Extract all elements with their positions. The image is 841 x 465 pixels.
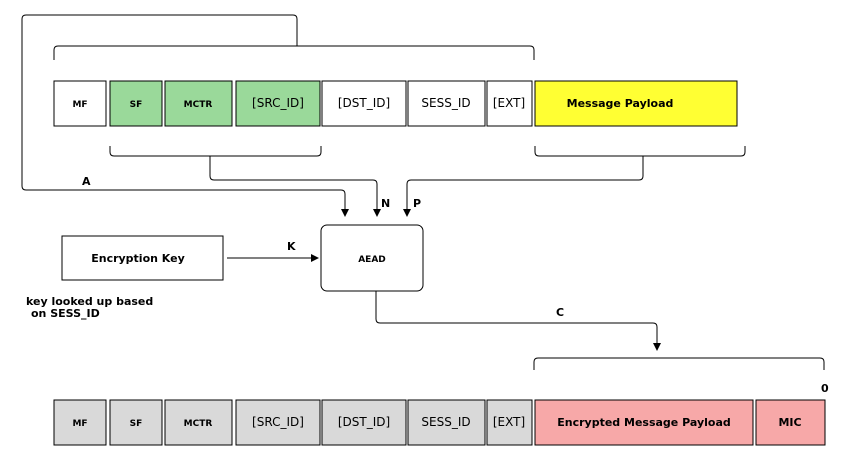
top-message-payload-label: Message Payload bbox=[567, 97, 674, 110]
bottom-mic-label: MIC bbox=[778, 416, 801, 429]
label-p: P bbox=[413, 197, 421, 210]
bottom-mf-field: MF bbox=[53, 399, 107, 446]
top-ext-label: [EXT] bbox=[493, 96, 525, 110]
top-src-id-field: [SRC_ID] bbox=[235, 80, 321, 127]
payload-bracket bbox=[534, 146, 746, 157]
top-mf-label: MF bbox=[72, 100, 87, 110]
bottom-sf-label: SF bbox=[130, 419, 143, 429]
top-mctr-field: MCTR bbox=[164, 80, 233, 127]
encryption-key-label: Encryption Key bbox=[91, 252, 185, 265]
bottom-dst-id-field: [DST_ID] bbox=[321, 399, 407, 446]
top-row: MF SF MCTR [SRC_ID] [DST_ID] SESS_ID [EX… bbox=[53, 80, 738, 127]
top-sess-id-field: SESS_ID bbox=[407, 80, 486, 127]
p-input-line bbox=[403, 156, 644, 217]
top-message-payload-field: Message Payload bbox=[534, 80, 738, 127]
top-sf-field: SF bbox=[109, 80, 163, 127]
bottom-sess-id-field: SESS_ID bbox=[407, 399, 486, 446]
a-input-line bbox=[21, 14, 349, 217]
bottom-src-id-label: [SRC_ID] bbox=[252, 415, 304, 429]
label-zero: 0 bbox=[821, 382, 829, 395]
top-mf-field: MF bbox=[53, 80, 107, 127]
encryption-key-box: Encryption Key bbox=[61, 235, 224, 281]
bottom-row: MF SF MCTR [SRC_ID] [DST_ID] SESS_ID [EX… bbox=[53, 399, 826, 446]
associated-data-bracket bbox=[53, 45, 535, 60]
label-n: N bbox=[381, 197, 390, 210]
label-a: A bbox=[82, 175, 91, 188]
bottom-ext-field: [EXT] bbox=[486, 399, 533, 446]
bottom-encrypted-payload-label: Encrypted Message Payload bbox=[557, 416, 731, 429]
bottom-sf-field: SF bbox=[109, 399, 163, 446]
label-c: C bbox=[556, 306, 564, 319]
key-note-line2: on SESS_ID bbox=[31, 307, 100, 320]
bottom-mctr-field: MCTR bbox=[164, 399, 233, 446]
top-mctr-label: MCTR bbox=[184, 100, 213, 110]
n-input-line bbox=[209, 156, 381, 217]
bottom-mic-field: MIC bbox=[755, 399, 826, 446]
bottom-ext-label: [EXT] bbox=[493, 415, 525, 429]
label-k: K bbox=[287, 240, 296, 253]
bottom-dst-id-label: [DST_ID] bbox=[338, 415, 390, 429]
bottom-sess-id-label: SESS_ID bbox=[421, 415, 470, 429]
top-src-id-label: [SRC_ID] bbox=[252, 96, 304, 110]
aead-box: AEAD bbox=[320, 224, 424, 292]
bottom-mf-label: MF bbox=[72, 419, 87, 429]
aead-label: AEAD bbox=[358, 255, 386, 265]
ciphertext-bracket bbox=[533, 357, 825, 370]
bottom-mctr-label: MCTR bbox=[184, 419, 213, 429]
top-dst-id-label: [DST_ID] bbox=[338, 96, 390, 110]
bottom-encrypted-payload-field: Encrypted Message Payload bbox=[534, 399, 754, 446]
nonce-bracket bbox=[109, 146, 322, 157]
top-ext-field: [EXT] bbox=[486, 80, 533, 127]
c-output-line bbox=[375, 291, 661, 351]
top-sess-id-label: SESS_ID bbox=[421, 96, 470, 110]
top-dst-id-field: [DST_ID] bbox=[321, 80, 407, 127]
key-note-line1: key looked up based bbox=[26, 295, 153, 308]
top-sf-label: SF bbox=[130, 100, 143, 110]
bottom-src-id-field: [SRC_ID] bbox=[235, 399, 321, 446]
